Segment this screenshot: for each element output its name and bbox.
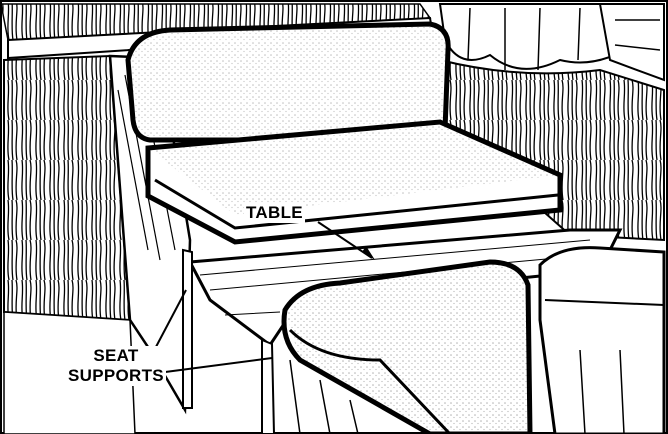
front-cushion	[281, 259, 533, 434]
back-cushion	[125, 21, 451, 143]
window-curtains	[438, 3, 665, 82]
seat-supports-label-line1: SEAT	[93, 346, 139, 365]
table-label: TABLE	[244, 203, 305, 223]
foreground-table	[538, 246, 666, 434]
seat-support-leader-2	[149, 357, 273, 375]
seat-supports-label-line2: SUPPORTS	[68, 366, 164, 385]
seat-supports-label: SEAT SUPPORTS	[66, 346, 166, 386]
right-wood-wall	[439, 58, 665, 242]
